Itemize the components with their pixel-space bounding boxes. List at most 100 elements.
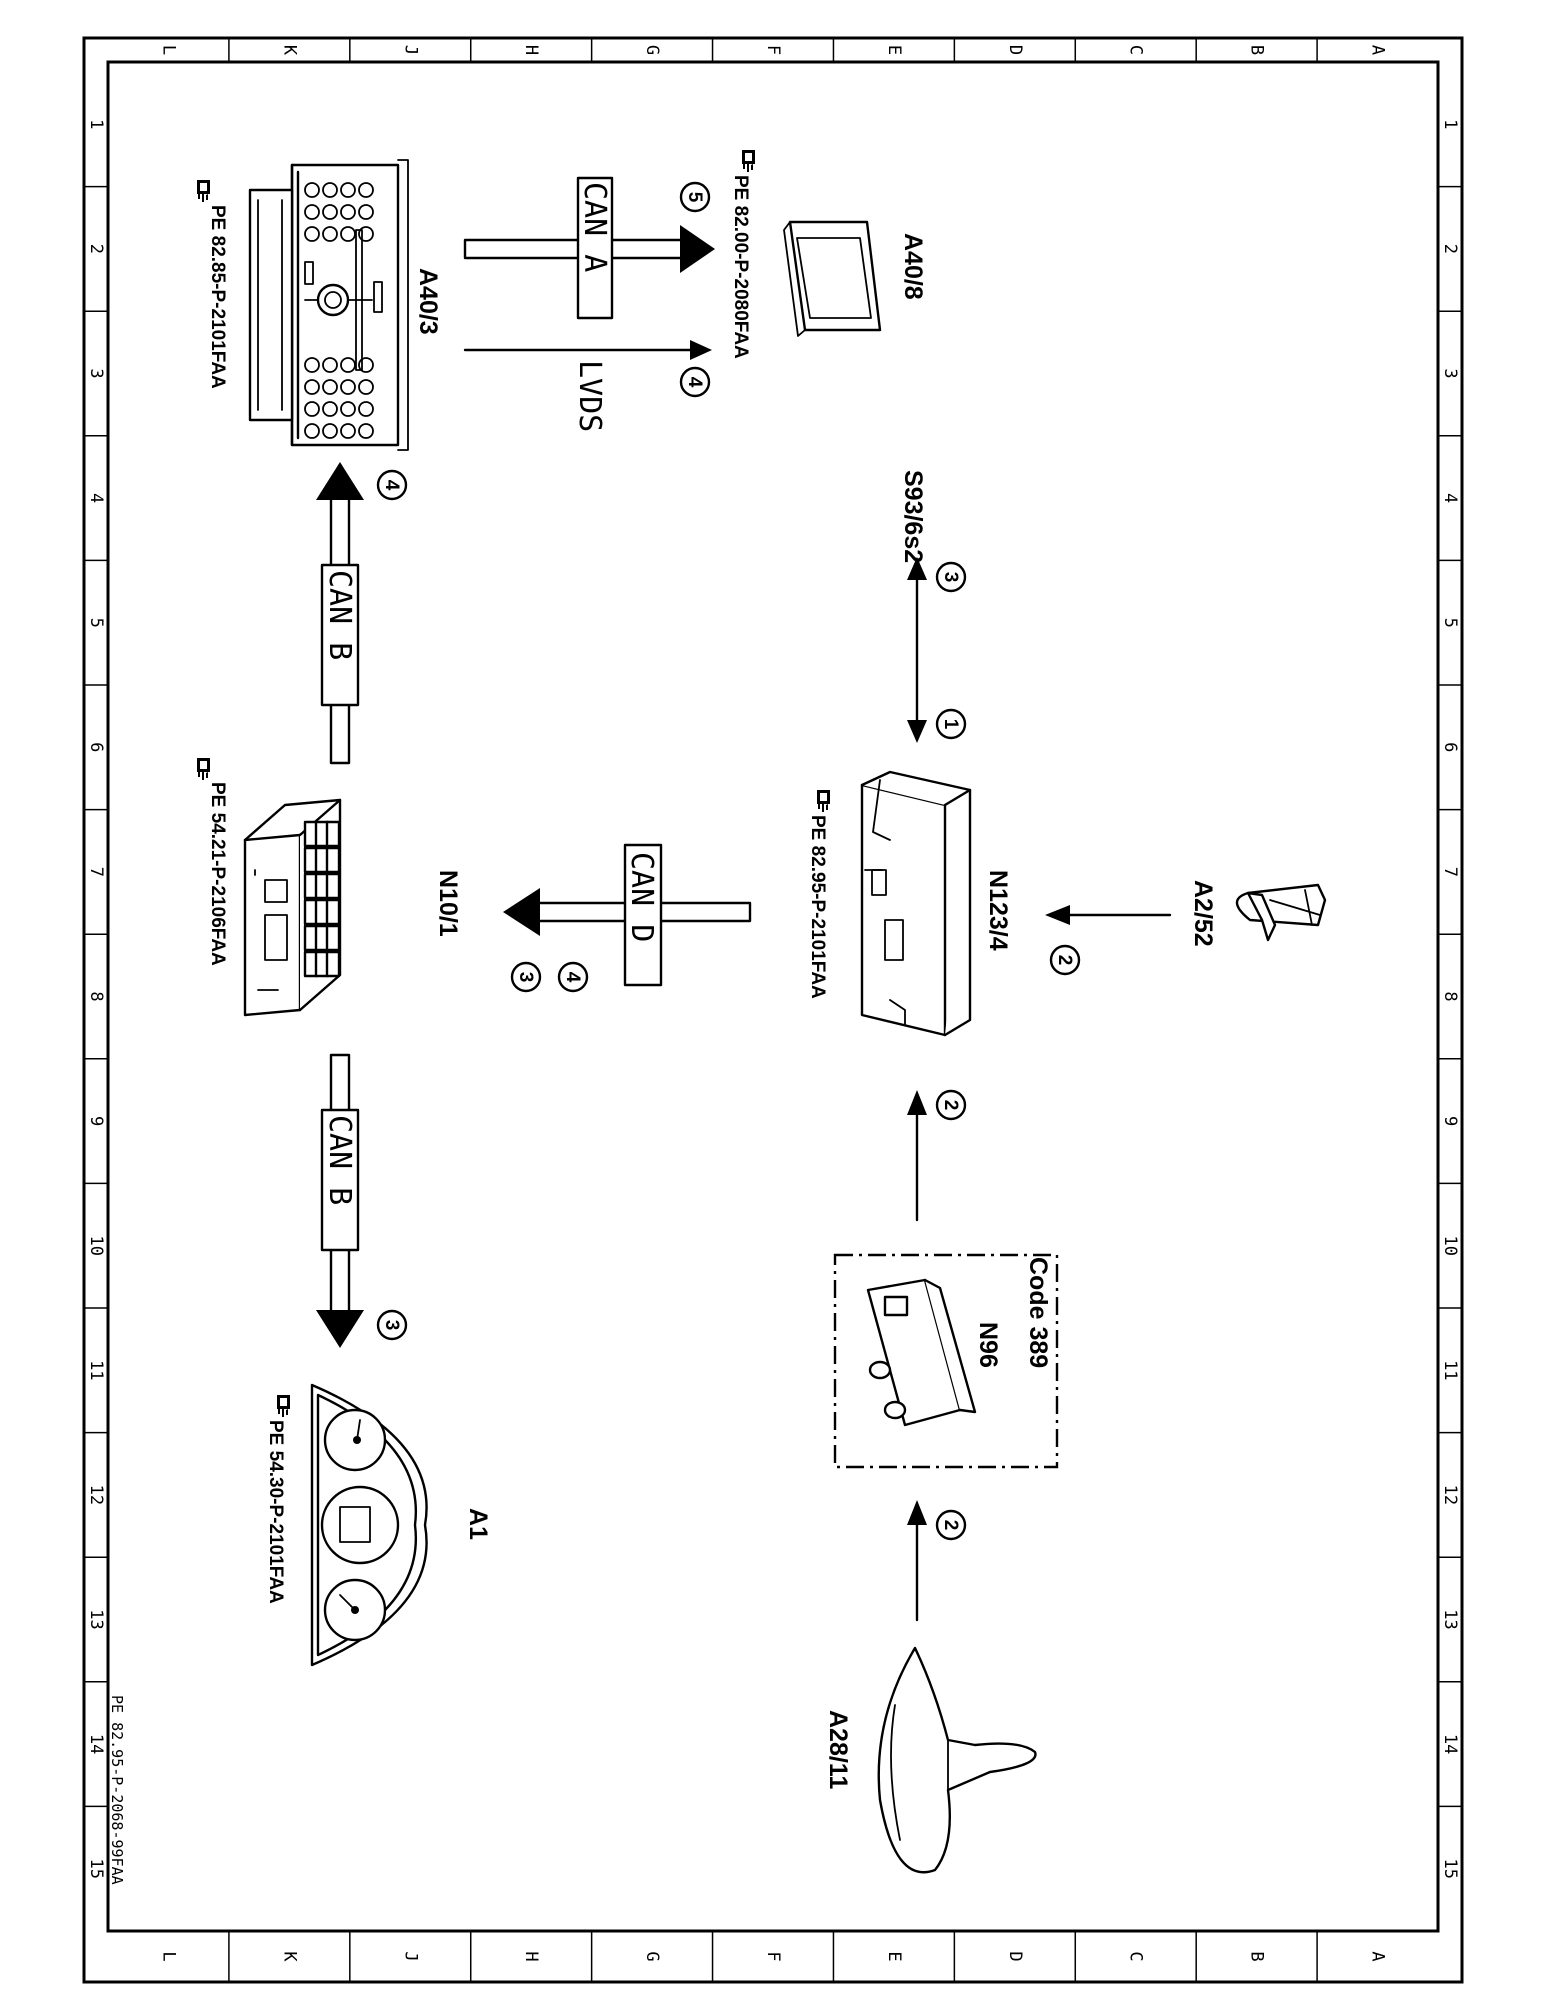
- column-ref-J: J: [400, 45, 420, 55]
- row-ref-5: 5: [1440, 618, 1460, 628]
- signal-number-3-a1: 3: [381, 1320, 402, 1331]
- column-ref-K: K: [279, 45, 299, 56]
- row-ref-3: 3: [1440, 368, 1460, 378]
- n96-optional-box: [833, 1253, 1059, 1469]
- column-ref-D: D: [1005, 1951, 1025, 1961]
- signal-circle-5: [679, 181, 711, 213]
- row-ref-12: 12: [1440, 1485, 1460, 1505]
- can-a-label: CAN A: [577, 182, 612, 272]
- signal-number-4-lvds: 4: [684, 377, 705, 388]
- signal-circle-1-s93: [935, 708, 967, 740]
- column-ref-F: F: [763, 1951, 783, 1961]
- signal-circle-3-n10-1: [510, 961, 542, 993]
- signal-circle-2-n96-bottom: [935, 1509, 967, 1541]
- pointer-hand-icon: [742, 150, 755, 172]
- pointer-hand-icon: [197, 180, 210, 202]
- row-ref-13: 13: [1440, 1609, 1460, 1629]
- column-ref-G: G: [642, 1951, 662, 1961]
- column-ref-E: E: [884, 1951, 904, 1961]
- n10-1-label: N10/1: [434, 870, 462, 937]
- can-a-tag: [576, 176, 614, 320]
- row-ref-4: 4: [86, 493, 106, 503]
- a1-instrument-cluster-icon: [310, 1383, 428, 1667]
- row-ref-15: 15: [1440, 1858, 1460, 1878]
- n96-to-n123-arrowhead: [907, 1090, 927, 1115]
- signal-circle-4-lvds: [679, 366, 711, 398]
- row-ref-10: 10: [86, 1235, 106, 1255]
- signal-circle-3-s93: [935, 561, 967, 593]
- signal-circle-2-n96-top: [935, 1089, 967, 1121]
- column-ref-B: B: [1247, 45, 1267, 55]
- can-b-upper-label: CAN B: [322, 570, 357, 660]
- can-a-bus-arrow: [463, 225, 715, 273]
- signal-number-1-s93: 1: [940, 719, 961, 730]
- s93-6s2-label: S93/6s2: [899, 470, 927, 563]
- a2-52-arrowhead: [1045, 905, 1070, 925]
- a40-8-reference: PE 82.00-P-2080FAA: [730, 175, 751, 359]
- signal-circle-2-a2-52: [1049, 944, 1081, 976]
- row-ref-1: 1: [86, 119, 106, 129]
- s93-arrowhead-bottom: [907, 720, 927, 743]
- signal-number-2-n96-bottom: 2: [940, 1520, 961, 1531]
- n123-4-label: N123/4: [984, 870, 1012, 951]
- column-ref-D: D: [1005, 45, 1025, 55]
- n96-label: N96: [974, 1322, 1002, 1368]
- signal-number-2-a2-52: 2: [1054, 955, 1075, 966]
- n96-code-label: Code 389: [1024, 1257, 1052, 1368]
- can-d-label: CAN D: [624, 852, 659, 942]
- row-ref-10: 10: [1440, 1235, 1460, 1255]
- a28-to-n96-arrowhead: [907, 1500, 927, 1525]
- signal-number-2-n96-top: 2: [940, 1100, 961, 1111]
- row-ref-11: 11: [86, 1360, 106, 1380]
- row-ref-14: 14: [86, 1734, 106, 1754]
- row-ref-15: 15: [86, 1858, 106, 1878]
- column-ref-L: L: [158, 1951, 178, 1961]
- row-ref-2: 2: [1440, 244, 1460, 254]
- signal-number-4-n10-1: 4: [562, 972, 583, 983]
- row-ref-13: 13: [86, 1609, 106, 1629]
- column-ref-G: G: [642, 45, 662, 55]
- a2-52-label: A2/52: [1189, 880, 1217, 947]
- s93-arrowhead-top: [907, 557, 927, 580]
- n123-4-reference: PE 82.95-P-2101FAA: [807, 815, 828, 999]
- column-ref-C: C: [1126, 1951, 1146, 1961]
- row-ref-11: 11: [1440, 1360, 1460, 1380]
- signal-number-5: 5: [684, 192, 705, 203]
- column-ref-A: A: [1368, 45, 1388, 55]
- column-ref-J: J: [400, 1951, 420, 1961]
- lvds-label: LVDS: [572, 360, 607, 432]
- row-ref-5: 5: [86, 618, 106, 628]
- signal-number-4-a40-3: 4: [381, 480, 402, 491]
- row-ref-9: 9: [86, 1116, 106, 1126]
- row-ref-12: 12: [86, 1485, 106, 1505]
- lvds-arrowhead: [690, 340, 712, 360]
- a28-11-shifter-icon: [877, 1646, 1037, 1874]
- pointer-hand-icon: [277, 1395, 290, 1417]
- n10-1-control-unit-icon: [243, 798, 342, 1017]
- a2-52-antenna-icon: [1235, 883, 1327, 942]
- column-ref-L: L: [158, 45, 178, 55]
- pointer-hand-icon: [197, 758, 210, 780]
- row-ref-8: 8: [1440, 991, 1460, 1001]
- column-ref-K: K: [279, 1951, 299, 1962]
- can-d-tag: [623, 843, 663, 987]
- drawing-number: PE 82.95-P-2068-99FAA: [108, 1695, 126, 1885]
- row-ref-1: 1: [1440, 119, 1460, 129]
- signal-number-3-s93: 3: [940, 572, 961, 583]
- column-ref-C: C: [1126, 45, 1146, 55]
- can-b-lower-tag: [320, 1108, 360, 1252]
- column-ref-B: B: [1247, 1951, 1267, 1961]
- a40-3-label: A40/3: [414, 268, 442, 335]
- row-ref-2: 2: [86, 244, 106, 254]
- a40-8-label: A40/8: [899, 233, 927, 300]
- n123-4-control-unit-icon: [860, 770, 972, 1037]
- row-ref-4: 4: [1440, 493, 1460, 503]
- row-ref-7: 7: [1440, 867, 1460, 877]
- signal-circle-3-a1: [376, 1309, 408, 1341]
